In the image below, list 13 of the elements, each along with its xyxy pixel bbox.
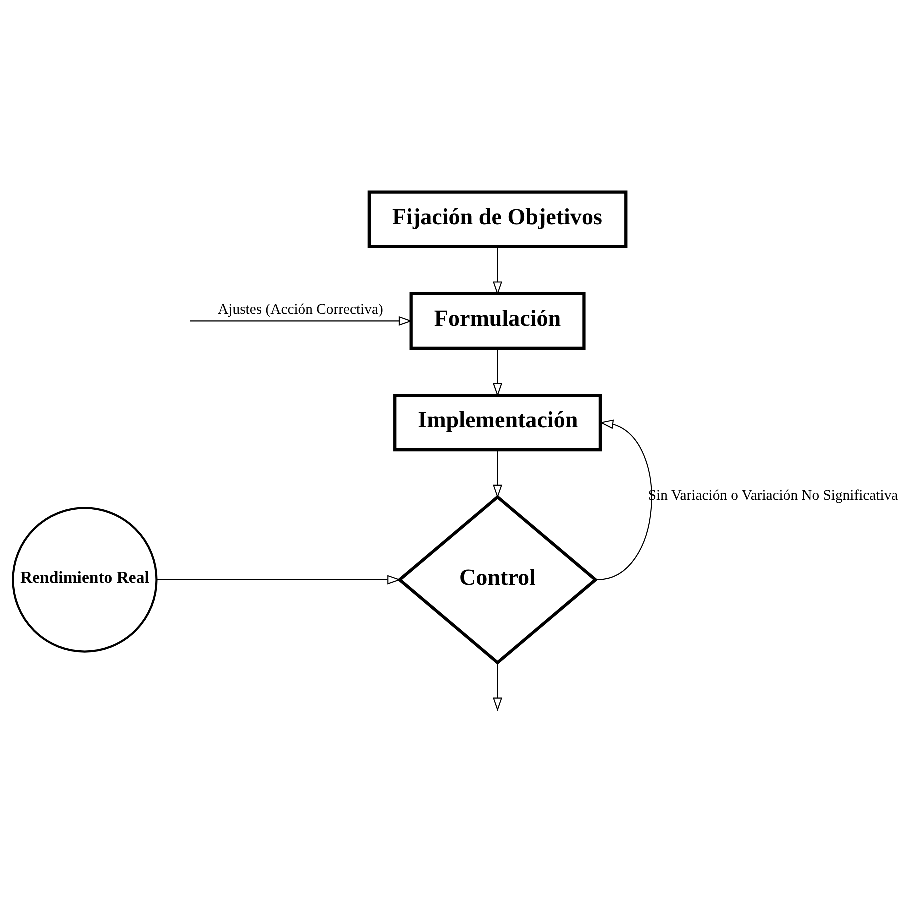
arrow — [492, 348, 502, 396]
arrow — [492, 246, 502, 295]
edge-label: Ajustes (Acción Correctiva) — [218, 302, 383, 318]
node-box: Formulación — [409, 292, 586, 350]
node-diamond: Control — [396, 494, 598, 664]
node-box: Fijación de Objetivos — [367, 190, 628, 248]
arrow — [596, 419, 652, 580]
arrow — [492, 662, 502, 711]
node-box: Implementación — [393, 394, 602, 452]
node-circle: Rendimiento Real — [12, 506, 158, 652]
arrow — [190, 316, 412, 326]
arrow — [156, 574, 401, 584]
arrow — [492, 450, 502, 498]
